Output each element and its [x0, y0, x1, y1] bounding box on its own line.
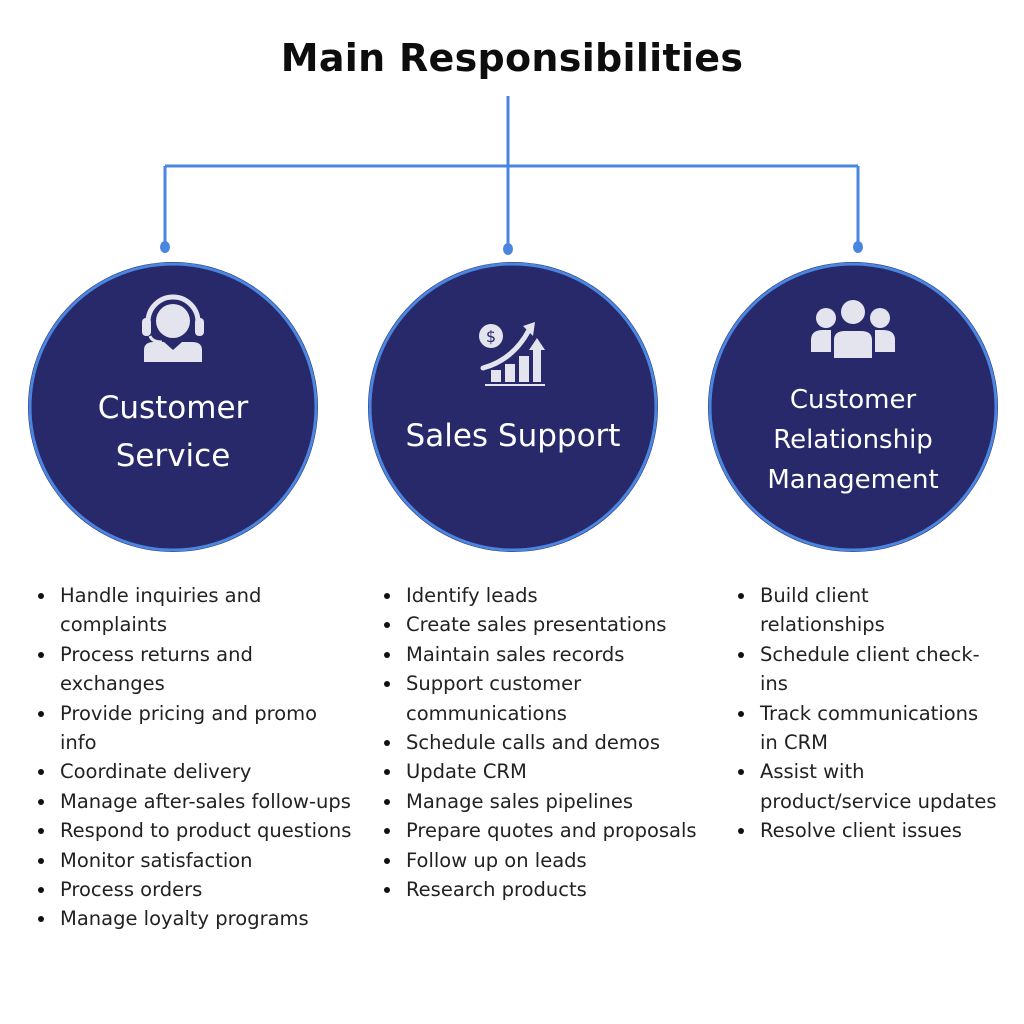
list-item: Research products	[374, 875, 704, 904]
list-item: Process orders	[28, 875, 358, 904]
list-item: Handle inquiries and complaints	[28, 581, 358, 640]
circle-label-line: Sales Support	[405, 418, 621, 454]
circle-ring	[28, 262, 318, 552]
circle-label-line: Management	[767, 465, 939, 495]
list-item: Manage loyalty programs	[28, 904, 358, 933]
circle-ring	[708, 262, 998, 552]
customer-service-list: Handle inquiries and complaints Process …	[28, 581, 358, 934]
list-item: Respond to product questions	[28, 816, 358, 845]
list-item: Track communications in CRM	[728, 699, 998, 758]
headset-agent-icon	[142, 294, 204, 362]
connector-dot-right	[853, 241, 863, 253]
sales-support-list: Identify leads Create sales presentation…	[374, 581, 704, 904]
diagram-title: Main Responsibilities	[280, 36, 744, 80]
connector-lines	[160, 96, 863, 255]
list-item: Schedule client check-ins	[728, 640, 998, 699]
list-item: Update CRM	[374, 757, 704, 786]
sales-growth-chart-icon: $	[479, 322, 545, 386]
list-item: Coordinate delivery	[28, 757, 358, 786]
list-item: Maintain sales records	[374, 640, 704, 669]
category-circle-sales-support: $ Sales Support	[368, 262, 658, 552]
list-item: Prepare quotes and proposals	[374, 816, 704, 845]
connector-dot-left	[160, 241, 170, 253]
list-item: Provide pricing and promo info	[28, 699, 358, 758]
list-item: Follow up on leads	[374, 846, 704, 875]
list-item: Resolve client issues	[728, 816, 998, 845]
list-item: Support customer communications	[374, 669, 704, 728]
connector-dot-center	[503, 243, 513, 255]
circle-label-line: Service	[115, 438, 231, 474]
circle-label-line: Relationship	[773, 425, 933, 455]
list-item: Manage sales pipelines	[374, 787, 704, 816]
list-item: Manage after-sales follow-ups	[28, 787, 358, 816]
category-circle-crm: Customer Relationship Management	[708, 262, 998, 552]
group-people-icon	[811, 298, 895, 360]
list-item: Create sales presentations	[374, 610, 704, 639]
list-item: Monitor satisfaction	[28, 846, 358, 875]
svg-text:$: $	[486, 327, 496, 346]
circle-label-line: Customer	[789, 385, 917, 415]
list-item: Schedule calls and demos	[374, 728, 704, 757]
list-item: Identify leads	[374, 581, 704, 610]
crm-list: Build client relationships Schedule clie…	[728, 581, 998, 846]
circle-ring	[368, 262, 658, 552]
list-item: Build client relationships	[728, 581, 998, 640]
list-item: Assist with product/service updates	[728, 757, 998, 816]
circle-label-line: Customer	[97, 390, 249, 426]
category-circle-customer-service: Customer Service	[28, 262, 318, 552]
list-item: Process returns and exchanges	[28, 640, 358, 699]
